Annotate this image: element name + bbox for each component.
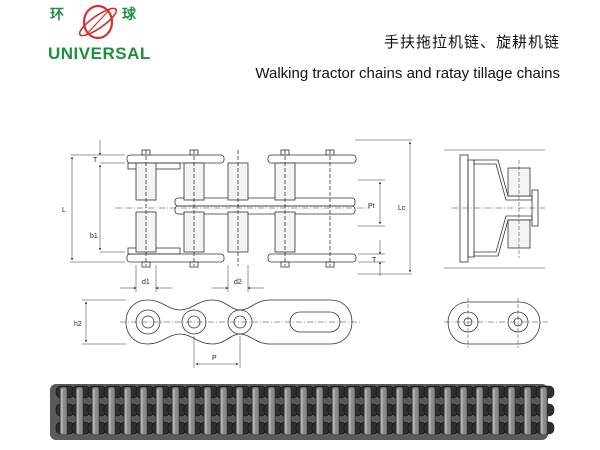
logo-globe-icon — [78, 4, 118, 40]
chain-side-view — [444, 149, 545, 269]
logo-char-left: 环 — [50, 7, 64, 23]
label-b1: b1 — [90, 233, 98, 240]
label-pt: Pt — [368, 203, 375, 210]
label-t-bottom: T — [372, 257, 377, 264]
logo-char-right: 球 — [122, 7, 136, 23]
label-p: P — [212, 355, 217, 362]
label-t-top: T — [93, 157, 98, 164]
chain-top-view — [70, 139, 412, 292]
label-lc: Lc — [398, 205, 406, 212]
label-L: L — [62, 207, 66, 214]
page-title-english: Walking tractor chains and ratay tillage… — [255, 65, 560, 82]
label-d1: d1 — [142, 279, 150, 286]
label-d2: d2 — [234, 279, 242, 286]
chain-photo — [50, 384, 555, 440]
page-title-chinese: 手扶拖拉机链、旋耕机链 — [383, 33, 560, 51]
label-h2: h2 — [74, 321, 82, 328]
logo-brand-name: UNIVERSAL — [48, 44, 151, 63]
chain-profile-view — [82, 299, 360, 368]
company-logo: 环 球 UNIVERSAL — [48, 4, 158, 64]
chain-end-view — [444, 298, 548, 348]
